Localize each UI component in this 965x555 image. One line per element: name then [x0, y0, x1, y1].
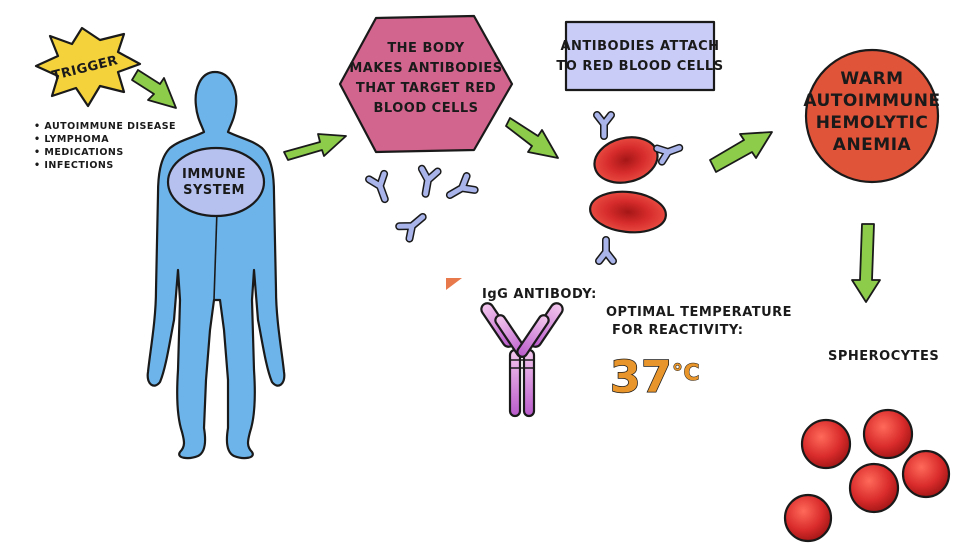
result-text: HEMOLYTIC [816, 113, 929, 133]
result-text: ANEMIA [833, 135, 912, 155]
spherocytes-cluster [783, 408, 951, 543]
red-blood-cell [593, 136, 659, 184]
result-text: AUTOIMMUNE [803, 91, 940, 111]
temperature-value: 37 [610, 352, 672, 403]
spherocyte [783, 493, 833, 543]
hexagon-text: MAKES ANTIBODIES [349, 61, 502, 76]
antibody-icon [417, 164, 442, 198]
spherocyte [800, 418, 852, 470]
corner-fragment [446, 278, 462, 290]
arrow-icon [709, 131, 773, 173]
temperature-caption: FOR REACTIVITY: [612, 323, 743, 338]
antibody-production-hexagon: THE BODY MAKES ANTIBODIES THAT TARGET RE… [338, 14, 514, 154]
antibody-icon [445, 172, 479, 199]
trigger-causes-list: • AUTOIMMUNE DISEASE • LYMPHOMA • MEDICA… [34, 121, 176, 171]
hexagon-text: THE BODY [387, 41, 464, 56]
attach-box-text: TO RED BLOOD CELLS [556, 59, 723, 74]
spherocytes-label: SPHEROCYTES [828, 349, 939, 364]
antibodies-attach-box: ANTIBODIES ATTACH TO RED BLOOD CELLS [556, 20, 723, 92]
attach-box-text: ANTIBODIES ATTACH [560, 39, 719, 54]
antibody-icon [595, 236, 617, 265]
result-text: WARM [840, 69, 903, 89]
trigger-star: TRIGGER [34, 26, 142, 108]
immune-system-label: IMMUNE [182, 167, 246, 182]
arrow-icon [131, 69, 177, 109]
arrow-icon [283, 133, 347, 161]
antibody-icon [653, 143, 684, 166]
igg-label: IgG ANTIBODY: [482, 287, 597, 302]
cause-item: • AUTOIMMUNE DISEASE [34, 121, 176, 132]
free-antibodies [365, 164, 479, 243]
cause-item: • LYMPHOMA [34, 134, 109, 145]
igg-antibody-diagram [480, 302, 564, 418]
antibody-icon [395, 213, 427, 243]
red-blood-cell [589, 190, 667, 234]
temperature-unit: °C [672, 361, 700, 386]
hexagon-text: THAT TARGET RED [356, 81, 496, 96]
arrow-icon [505, 117, 559, 159]
antibody-icon [365, 169, 389, 204]
cause-item: • INFECTIONS [34, 160, 114, 171]
immune-system-label: SYSTEM [183, 183, 245, 198]
spherocyte [862, 408, 914, 460]
cause-item: • MEDICATIONS [34, 147, 124, 158]
hexagon-text: BLOOD CELLS [374, 101, 479, 116]
antibody-icon [593, 111, 615, 140]
warm-aiha-circle: WARM AUTOIMMUNE HEMOLYTIC ANEMIA [803, 48, 940, 184]
immune-system-oval [166, 146, 266, 218]
arrow-icon [851, 223, 881, 303]
red-blood-cells-with-antibodies [589, 111, 684, 265]
spherocyte [848, 462, 900, 514]
temperature-caption: OPTIMAL TEMPERATURE [606, 305, 792, 320]
spherocyte [901, 449, 951, 499]
human-body-figure: IMMUNE SYSTEM [146, 70, 286, 460]
